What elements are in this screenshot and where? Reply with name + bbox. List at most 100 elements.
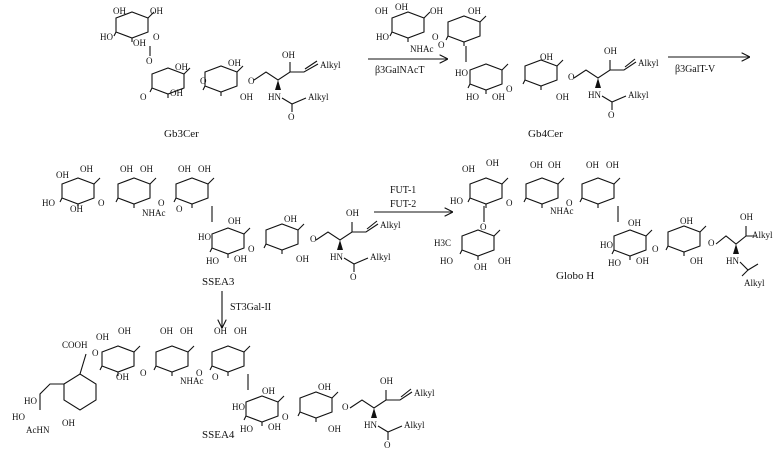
ssea4-oh-3: OH [118,326,131,336]
gb4-nhac: NHAc [410,44,434,54]
ssea4-oh-11: OH [318,382,331,392]
gb3-o-2: O [146,56,153,66]
ssea4-oh-4: OH [116,372,129,382]
label-globoh: Globo H [556,270,594,282]
ssea3-oh-7: OH [198,164,211,174]
enzyme-b3galnact: β3GalNAcT [375,65,425,76]
gb4-oh-6: OH [540,52,553,62]
gb3-oh-5: OH [170,88,183,98]
ssea3-oh-11: OH [296,254,309,264]
ssea3-hn: HN [330,252,343,262]
ssea4-cooh: COOH [62,340,88,350]
globoh-oh-4: OH [548,160,561,170]
globoh-oh-10: OH [636,256,649,266]
gb3-oh-8: OH [282,50,295,60]
gb4cer-structure: OH OH HO O NHAc OH OH O HO HO OH O OH OH… [375,2,659,120]
gb3-oh-2: OH [150,6,163,16]
ssea3-o-5: O [310,234,317,244]
ssea4-ho-3: HO [232,402,245,412]
globoh-nhac: NHAc [550,206,574,216]
ssea4-oh-1: OH [62,418,75,428]
gb3cer-structure: OH OH HO OH O O OH O OH OH O OH O OH Alk… [100,6,341,122]
globoh-oh-13: OH [740,212,753,222]
gb4-o-4: O [568,72,575,82]
gb3-alkyl-2: Alkyl [308,92,329,102]
ssea4-oh-10: OH [268,422,281,432]
ssea3-o-1: O [98,198,105,208]
ssea3-oh-10: OH [284,214,297,224]
ssea4-oh-5: OH [160,326,173,336]
gb3-hn: HN [268,92,281,102]
gb3-oh-3: OH [133,38,146,48]
ssea3-structure: OH OH HO OH O OH OH NHAc O OH OH O OH HO… [42,164,401,282]
globoh-ho-1: HO [450,196,463,206]
globoh-ho-3: HO [600,240,613,250]
gb3-o-5: O [248,76,255,86]
ssea4-oh-12: OH [328,424,341,434]
enzyme-fut2: FUT-2 [390,199,416,210]
gb4-oh-3: OH [430,6,443,16]
globoh-oh-7: OH [474,262,487,272]
ssea3-oh-5: OH [140,164,153,174]
gb3-oh-7: OH [240,92,253,102]
ssea4-o-3: O [196,368,203,378]
ssea4-alkyl-1: Alkyl [414,388,435,398]
gb4-alkyl-2: Alkyl [628,90,649,100]
ssea4-ho-1: HO [24,396,37,406]
globoh-oh-9: OH [628,218,641,228]
gb4-oh-4: OH [468,6,481,16]
ssea3-o-6: O [350,272,357,282]
ssea4-oh-9: OH [262,386,275,396]
ssea3-oh-6: OH [178,164,191,174]
ssea3-alkyl-2: Alkyl [370,252,391,262]
globoh-oh-8: OH [498,256,511,266]
gb3-o-1: O [153,32,160,42]
label-gb3cer: Gb3Cer [164,128,199,140]
globoh-oh-1: OH [462,164,475,174]
ssea3-ho-2: HO [198,232,211,242]
ssea4-ho-2: HO [12,412,25,422]
gb4-oh-7: OH [556,92,569,102]
gb4-alkyl-1: Alkyl [638,58,659,68]
gb4-o-1: O [432,32,439,42]
gb3-oh-1: OH [113,6,126,16]
gb4-ho-3: HO [466,92,479,102]
gb4-oh-1: OH [375,6,388,16]
globoh-structure: OH OH HO O OH OH NHAc O OH OH O H3C HO O… [434,158,773,288]
label-gb4cer: Gb4Cer [528,128,563,140]
enzyme-b3galt5: β3GalT-V [675,64,716,75]
ssea3-o-3: O [176,204,183,214]
ssea3-oh-8: OH [228,216,241,226]
globoh-h3c: H3C [434,238,451,248]
gb4-ho-1: HO [376,32,389,42]
ssea3-o-4: O [248,244,255,254]
ssea3-o-2: O [158,198,165,208]
ssea3-oh-3: OH [70,204,83,214]
globoh-o-3: O [480,222,487,232]
globoh-ho-4: HO [608,258,621,268]
gb4-oh-5: OH [492,92,505,102]
ssea4-oh-2: OH [96,332,109,342]
ssea4-oh-7: OH [214,326,227,336]
gb4-hn: HN [588,90,601,100]
globoh-oh-5: OH [586,160,599,170]
gb3-ho-1: HO [100,32,113,42]
ssea3-ho-3: HO [206,256,219,266]
enzyme-fut1: FUT-1 [390,185,416,196]
label-ssea4: SSEA4 [202,429,235,441]
ssea4-hn: HN [364,420,377,430]
gb4-o-5: O [608,110,615,120]
globoh-alkyl-1: Alkyl [752,230,773,240]
gb3-alkyl-1: Alkyl [320,60,341,70]
globoh-o-2: O [566,198,573,208]
gb3-o-4: O [200,76,207,86]
label-ssea3: SSEA3 [202,276,235,288]
ssea4-o-5: O [282,412,289,422]
ssea4-alkyl-2: Alkyl [404,420,425,430]
ssea3-oh-9: OH [234,254,247,264]
globoh-oh-11: OH [680,216,693,226]
ssea4-o-4: O [212,372,219,382]
gb4-oh-2: OH [395,2,408,12]
ssea3-oh-1: OH [56,170,69,180]
